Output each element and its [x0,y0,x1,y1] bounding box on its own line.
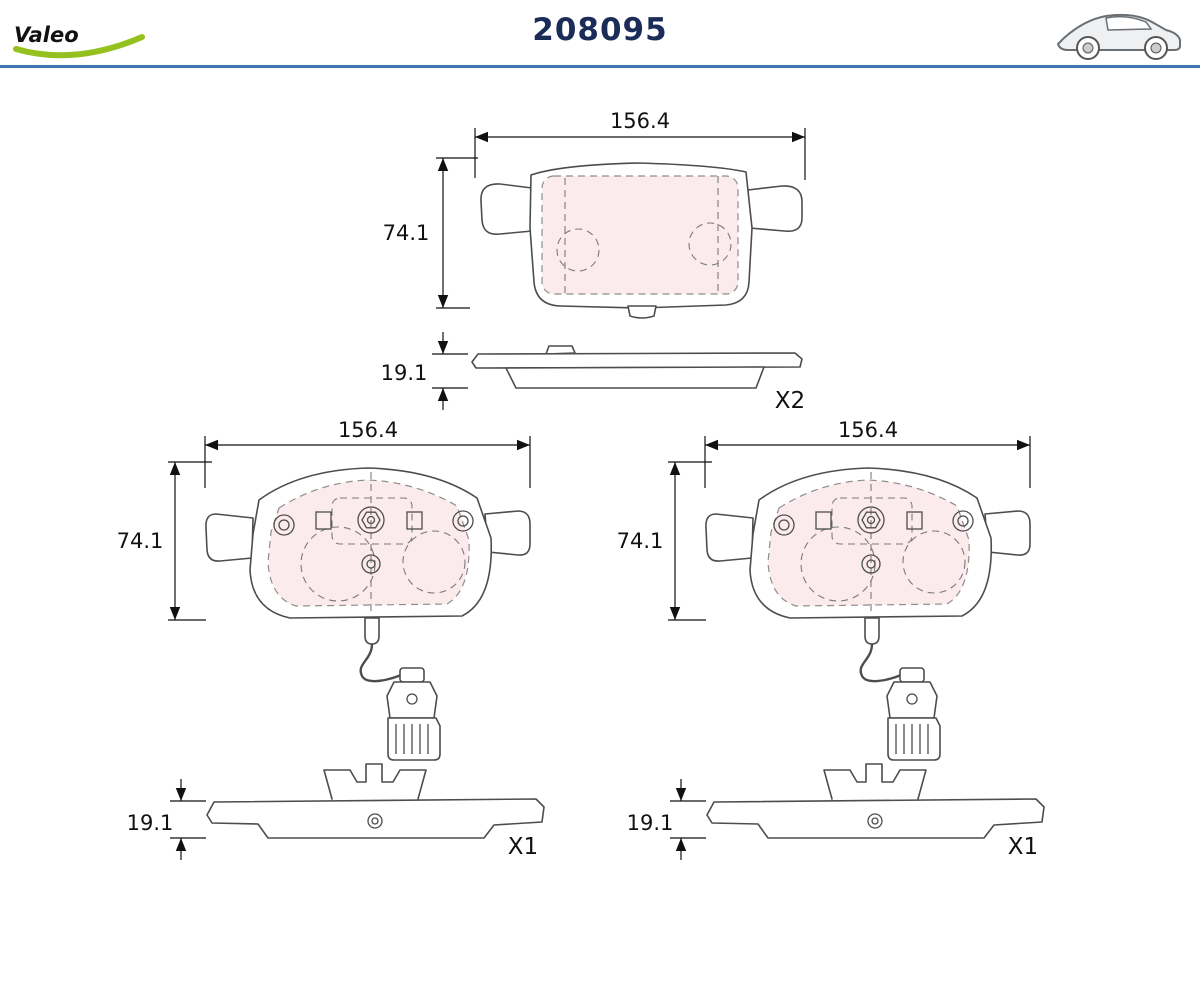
dim-thickness-top-label: 19.1 [381,361,428,385]
header: Valeo 208095 [0,0,1200,68]
top-front-view: 156.4 74.1 [383,109,806,319]
bottom-right-profile-view: 19.1 X1 [627,763,1045,860]
bottom-tab [627,305,657,319]
top-profile-view: 19.1 X2 [381,332,805,414]
logo-swoosh [13,34,145,59]
bottom-left-profile-view: 19.1 X1 [127,763,545,860]
dim-height-top-label: 74.1 [383,221,430,245]
dimension-width-mid-left: 156.4 [204,418,531,488]
dim-width-mid-left-label: 156.4 [338,418,398,442]
profile-friction [505,366,765,389]
bottom-right-profile-shape [706,763,1045,839]
quantity-label-x1-left: X1 [508,834,538,860]
dimension-thickness-top: 19.1 [381,332,468,410]
technical-drawing: 156.4 74.1 [117,109,1045,860]
profile-tab [545,345,576,355]
dimension-width-top: 156.4 [474,109,806,180]
valeo-logo: Valeo [10,2,150,68]
left-ear [480,183,533,236]
car-side-icon [1054,2,1184,68]
right-ear [747,185,803,233]
dim-width-mid-right-label: 156.4 [838,418,898,442]
dimension-height-mid-left: 74.1 [117,461,212,621]
part-number: 208095 [532,12,668,48]
car-hub [1150,42,1162,54]
quantity-label-x2: X2 [775,388,805,414]
dimension-thickness-bottom-right: 19.1 [627,779,706,860]
mid-left-pad [204,466,532,762]
dim-width-top-label: 156.4 [610,109,670,133]
dimension-thickness-bottom-left: 19.1 [127,779,206,860]
friction-surface [541,175,739,295]
dim-thickness-bottom-right-label: 19.1 [627,811,674,835]
car-window [1105,15,1153,31]
car-hub [1082,42,1094,54]
mid-right-front-view: 156.4 74.1 [617,418,1032,762]
mid-right-pad [704,466,1032,762]
top-profile-shape [471,345,803,389]
quantity-label-x1-right: X1 [1008,834,1038,860]
logo-text: Valeo [14,23,79,47]
dim-height-mid-left-label: 74.1 [117,529,164,553]
dimension-width-mid-right: 156.4 [704,418,1031,488]
profile-plate [471,352,803,369]
bottom-left-profile-shape [206,763,545,839]
dimension-height-mid-right: 74.1 [617,461,712,621]
mid-left-front-view: 156.4 74.1 [117,418,532,762]
top-pad-shape [480,162,803,319]
dim-thickness-bottom-left-label: 19.1 [127,811,174,835]
dim-height-mid-right-label: 74.1 [617,529,664,553]
dimension-height-top: 74.1 [383,157,478,309]
